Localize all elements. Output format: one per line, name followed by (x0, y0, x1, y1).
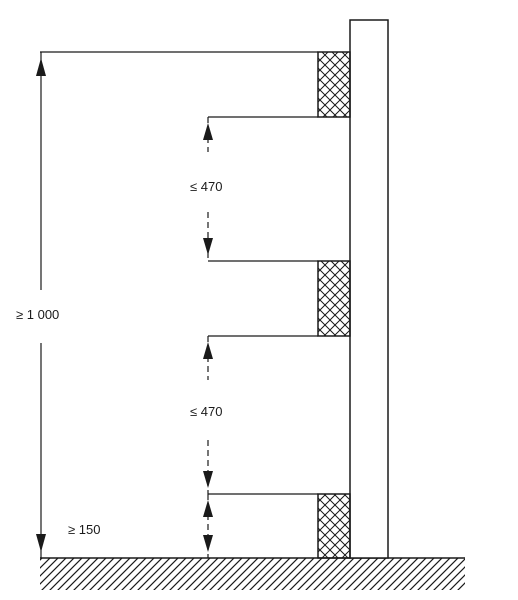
arrow-down-upper (203, 238, 213, 255)
arrow-down-lower (203, 471, 213, 488)
rail-block-top (317, 51, 351, 118)
ground (40, 557, 465, 590)
dimension-upper-gap: ≤ 470 (190, 117, 222, 261)
label-bottom-gap: ≥ 150 (68, 522, 100, 537)
label-lower-gap: ≤ 470 (190, 404, 222, 419)
arrow-up-total (36, 58, 46, 76)
ground-hatching (40, 558, 465, 590)
dimension-total-height: ≥ 1 000 (16, 52, 59, 558)
dimension-bottom-gap: ≥ 150 (68, 494, 213, 558)
rail-blocks (317, 51, 351, 559)
vertical-post (349, 19, 389, 559)
rail-block-bottom (317, 493, 351, 559)
arrow-up-lower (203, 342, 213, 359)
arrow-down-total (36, 534, 46, 552)
label-upper-gap: ≤ 470 (190, 179, 222, 194)
arrow-up-bottom (203, 500, 213, 517)
label-total-height: ≥ 1 000 (16, 307, 59, 322)
rail-block-middle (317, 260, 351, 337)
arrow-down-bottom (203, 535, 213, 552)
extension-lines (40, 51, 318, 495)
arrow-up-upper (203, 123, 213, 140)
dimension-lower-gap: ≤ 470 (190, 336, 222, 494)
